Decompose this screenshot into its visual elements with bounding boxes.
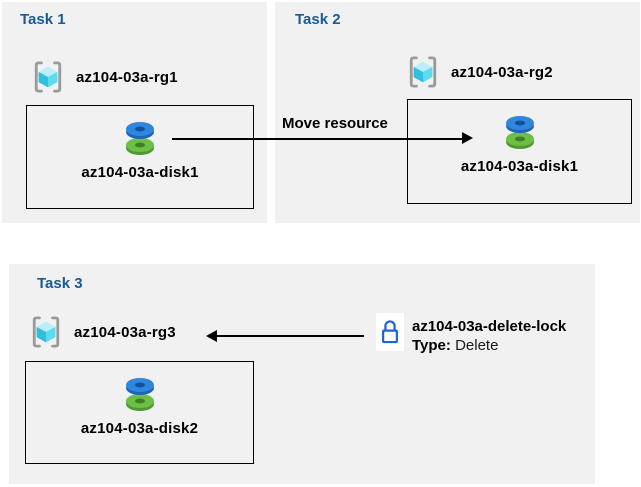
task3-title: Task 3 bbox=[37, 275, 83, 292]
lock-text-block: az104-03a-delete-lock Type: Delete bbox=[412, 317, 566, 355]
lock-name-label: az104-03a-delete-lock bbox=[412, 318, 567, 335]
disk-icon bbox=[120, 117, 160, 159]
disk-label: az104-03a-disk1 bbox=[460, 158, 579, 175]
task1-panel: Task 1 az104-03a-rg1 az104-03a-disk1 bbox=[2, 2, 267, 223]
lock-type-value: Delete bbox=[455, 337, 499, 354]
arrow-right-icon bbox=[462, 132, 473, 144]
disk-label: az104-03a-disk1 bbox=[81, 164, 199, 181]
lock-type-line: Type: Delete bbox=[412, 336, 566, 355]
resource-group-label: az104-03a-rg2 bbox=[451, 63, 553, 81]
task2-title: Task 2 bbox=[295, 11, 341, 28]
resource-group-label: az104-03a-rg1 bbox=[76, 68, 178, 86]
task2-disk-box: az104-03a-disk1 bbox=[407, 99, 632, 204]
resource-group-icon bbox=[30, 313, 62, 351]
task3-disk-box: az104-03a-disk2 bbox=[25, 361, 254, 464]
task3-panel: Task 3 az104-03a-rg3 az104-03a-disk2 bbox=[9, 264, 595, 484]
task1-title: Task 1 bbox=[20, 11, 66, 28]
task3-resource-group: az104-03a-rg3 bbox=[30, 313, 176, 351]
disk-icon bbox=[500, 111, 540, 153]
lock-type-label: Type: bbox=[412, 337, 451, 354]
disk-label: az104-03a-disk2 bbox=[80, 420, 199, 437]
lock-arrow-line bbox=[214, 335, 364, 337]
arrow-left-icon bbox=[206, 330, 217, 342]
lock-badge bbox=[376, 313, 404, 351]
disk-icon bbox=[120, 373, 160, 415]
task2-resource-group: az104-03a-rg2 bbox=[407, 53, 553, 91]
move-arrow-label: Move resource bbox=[282, 115, 388, 132]
move-arrow-line bbox=[172, 138, 464, 140]
resource-group-icon bbox=[407, 53, 439, 91]
task2-panel: Task 2 az104-03a-rg2 az104-03a-disk1 bbox=[275, 2, 640, 223]
lock-icon bbox=[379, 318, 401, 346]
task1-disk-box: az104-03a-disk1 bbox=[26, 105, 254, 209]
resource-group-label: az104-03a-rg3 bbox=[74, 323, 176, 341]
task1-resource-group: az104-03a-rg1 bbox=[32, 58, 178, 96]
resource-group-icon bbox=[32, 58, 64, 96]
